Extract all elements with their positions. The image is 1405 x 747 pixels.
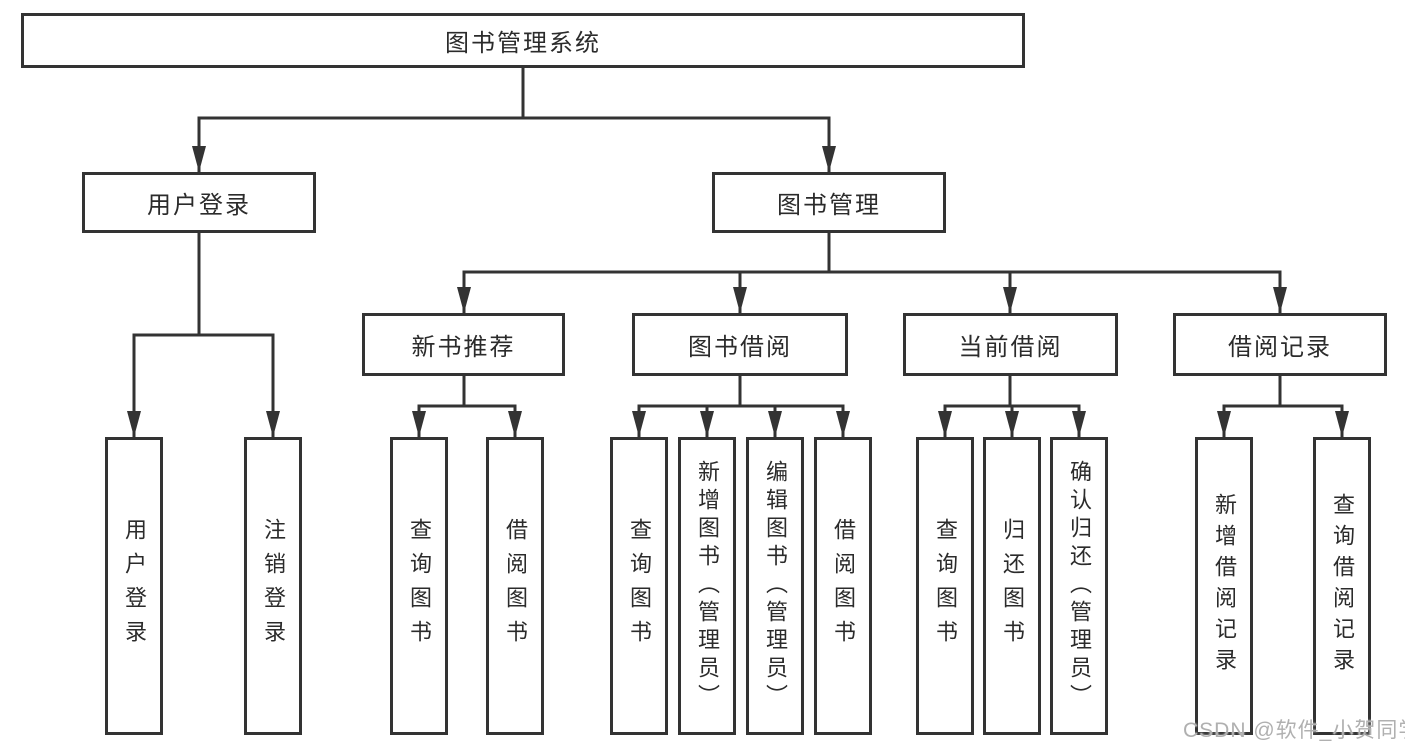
edges-current-borrowing [938, 374, 1086, 439]
csdn-watermark: CSDN @软件_小贺同学 [1183, 719, 1405, 742]
node-current-borrowing: 当前借阅 [903, 313, 1118, 376]
node-label: 图书管理系统 [445, 30, 601, 57]
node-label: 编辑图书（管理员） [763, 460, 788, 712]
node-new-book-recommend: 新书推荐 [362, 313, 565, 376]
node-label: 新增借阅记录 [1212, 493, 1237, 679]
node-label: 借阅图书 [831, 518, 856, 654]
leaf-logout: 注销登录 [244, 437, 302, 735]
leaf-cb-return-books: 归还图书 [983, 437, 1041, 735]
node-label: 借阅图书 [503, 518, 528, 654]
node-label: 新增图书（管理员） [695, 460, 720, 712]
node-label: 新书推荐 [411, 334, 516, 361]
node-label: 用户登录 [147, 192, 251, 219]
leaf-br-query-record: 查询借阅记录 [1313, 437, 1371, 735]
leaf-cb-query-books: 查询图书 [916, 437, 974, 735]
node-book-borrowing: 图书借阅 [632, 313, 848, 376]
leaf-br-add-record: 新增借阅记录 [1195, 437, 1253, 735]
edges-new-book-recommend [412, 374, 522, 439]
leaf-bb-add-books-admin: 新增图书（管理员） [678, 437, 736, 735]
node-library-system: 图书管理系统 [21, 13, 1025, 68]
node-label: 借阅记录 [1228, 334, 1332, 361]
leaf-bb-query-books: 查询图书 [610, 437, 668, 735]
edges-borrowing-records [1217, 374, 1349, 439]
edges-book-borrowing [632, 374, 850, 439]
node-book-management: 图书管理 [712, 172, 946, 233]
leaf-bb-borrow-books: 借阅图书 [814, 437, 872, 735]
node-label: 归还图书 [1000, 518, 1025, 654]
node-user-login: 用户登录 [82, 172, 316, 233]
node-borrowing-records: 借阅记录 [1173, 313, 1387, 376]
node-label: 查询借阅记录 [1330, 493, 1355, 679]
node-label: 查询图书 [933, 518, 958, 654]
node-label: 图书管理 [777, 192, 881, 219]
edges-user-login [127, 231, 280, 439]
leaf-user-login: 用户登录 [105, 437, 163, 735]
node-label: 注销登录 [261, 518, 286, 654]
node-label: 图书借阅 [688, 334, 792, 361]
node-label: 查询图书 [627, 518, 652, 654]
leaf-bb-edit-books-admin: 编辑图书（管理员） [746, 437, 804, 735]
leaf-nbr-query-books: 查询图书 [390, 437, 448, 735]
edges-book-management [457, 231, 1287, 315]
node-label: 当前借阅 [958, 334, 1063, 361]
leaf-cb-confirm-return-admin: 确认归还（管理员） [1050, 437, 1108, 735]
node-label: 用户登录 [122, 518, 147, 654]
node-label: 确认归还（管理员） [1067, 460, 1092, 712]
node-label: 查询图书 [407, 518, 432, 654]
leaf-nbr-borrow-books: 借阅图书 [486, 437, 544, 735]
edges-root [192, 66, 836, 174]
